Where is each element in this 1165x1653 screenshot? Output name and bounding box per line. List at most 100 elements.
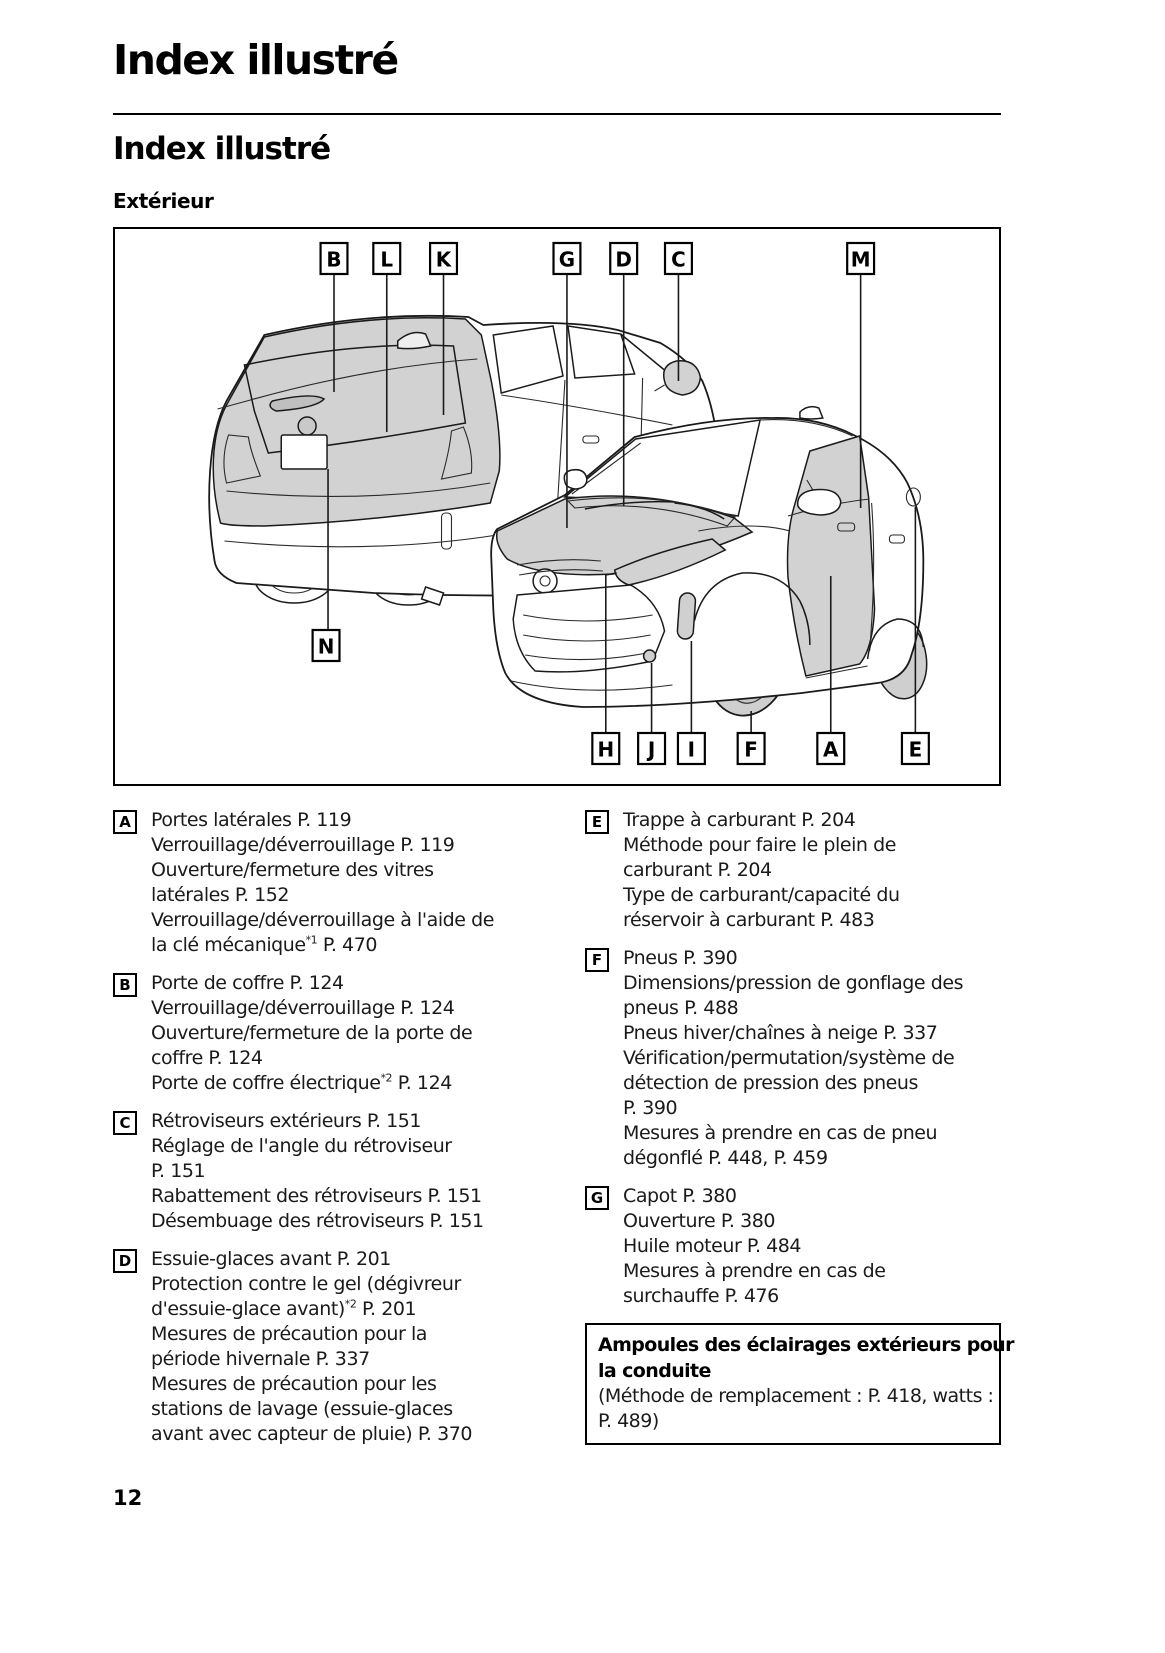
item-line: réservoir à carburant P. 483	[623, 909, 875, 932]
rear-wiper	[269, 395, 326, 412]
antenna-fin	[396, 331, 432, 350]
note-box-title-line: la conduite	[598, 1360, 711, 1383]
front-grille	[512, 584, 666, 673]
item-line: Pneus hiver/chaînes à neige P. 337	[623, 1022, 938, 1045]
item-line: Ouverture/fermeture de la porte de	[151, 1022, 473, 1045]
diagram-label-box-L	[372, 241, 402, 276]
diagram-label-K: K	[436, 248, 453, 272]
item-line: Verrouillage/déverrouillage P. 119	[151, 834, 455, 857]
bumper-reflector	[440, 512, 453, 550]
item-line: Mesures de précaution pour les	[151, 1373, 437, 1396]
spoiler-edge	[217, 358, 478, 410]
rear-emblem	[297, 416, 317, 436]
fuel-door	[905, 487, 921, 507]
tailgate-shaded	[212, 317, 501, 527]
license-plate-recess	[280, 434, 328, 470]
diagram-label-J: J	[646, 738, 655, 762]
item-line: Dimensions/pression de gonflage des	[623, 972, 964, 995]
item-letter-badge: E	[585, 810, 609, 835]
diagram-label-box-A	[816, 731, 846, 766]
antenna-fin	[799, 406, 824, 420]
item-line: P. 390	[623, 1097, 678, 1120]
item-line: Vérification/permutation/système de	[623, 1047, 955, 1070]
front-door-glass	[567, 325, 636, 379]
item-line: Réglage de l'angle du rétroviseur	[151, 1135, 452, 1158]
exterior-bulbs-note-box: Ampoules des éclairages extérieurs pour l…	[585, 1323, 1014, 1446]
item-line: Type de carburant/capacité du	[623, 884, 900, 907]
tail-lamp-left	[223, 434, 262, 484]
door-handle	[888, 534, 905, 544]
note-box-title-line: Ampoules des éclairages extérieurs pour	[598, 1334, 1014, 1357]
item-line: Mesures à prendre en cas de pneu	[623, 1122, 938, 1145]
item-line: Verrouillage/déverrouillage à l'aide de	[151, 909, 494, 932]
door-handle	[582, 435, 600, 444]
item-line: Désembuage des rétroviseurs P. 151	[151, 1210, 484, 1233]
diagram-label-B: B	[326, 248, 341, 272]
item-line: période hivernale P. 337	[151, 1348, 370, 1371]
diagram-label-D: D	[615, 248, 632, 272]
item-line: surchauffe P. 476	[623, 1285, 779, 1308]
item-line: Rétroviseurs extérieurs P. 151	[151, 1110, 422, 1133]
note-box-title: Ampoules des éclairages extérieurs pour l…	[598, 1332, 1014, 1384]
note-box-body-line: (Méthode de remplacement : P. 418, watts…	[598, 1385, 994, 1408]
diagram-label-F: F	[744, 738, 758, 762]
item-letter-badge: D	[113, 1249, 137, 1274]
diagram-label-box-I	[676, 731, 706, 766]
rear-door-glass	[492, 325, 564, 395]
item-letter-badge: C	[113, 1111, 137, 1136]
item-line: Porte de coffre électrique*2 P. 124	[151, 1071, 452, 1095]
section-title: Index illustré	[113, 131, 331, 168]
item-line: la clé mécanique*1 P. 470	[151, 933, 377, 957]
item-line: carburant P. 204	[623, 859, 772, 882]
diagram-label-box-D	[609, 241, 639, 276]
item-letter-badge: G	[585, 1186, 609, 1211]
item-line: Essuie-glaces avant P. 201	[151, 1248, 391, 1271]
item-letter-badge: A	[113, 810, 137, 835]
leader-line-H	[604, 572, 617, 734]
diagram-label-box-C	[663, 241, 693, 276]
item-line: Méthode pour faire le plein de	[623, 834, 896, 857]
parking-sensor	[642, 649, 657, 663]
item-line: Protection contre le gel (dégivreur	[151, 1273, 461, 1296]
right-mirror	[796, 488, 842, 516]
item-line: Huile moteur P. 484	[623, 1235, 802, 1258]
item-line: coffre P. 124	[151, 1047, 263, 1070]
item-line: dégonflé P. 448, P. 459	[623, 1147, 828, 1170]
item-line: pneus P. 488	[623, 997, 739, 1020]
item-line: P. 151	[151, 1160, 206, 1183]
item-line: détection de pression des pneus	[623, 1072, 918, 1095]
diagram-label-M: M	[851, 248, 871, 272]
item-line: Capot P. 380	[623, 1185, 737, 1208]
tail-lamp-right	[440, 426, 473, 480]
page-number: 12	[113, 1486, 143, 1511]
front-car-drawing	[490, 406, 928, 717]
diagram-label-box-M	[846, 241, 876, 276]
item-line: Rabattement des rétroviseurs P. 151	[151, 1185, 482, 1208]
item-line: Mesures à prendre en cas de	[623, 1260, 886, 1283]
diagram-label-box-G	[552, 241, 582, 276]
diagram-label-box-K	[428, 241, 459, 276]
diagram-label-A: A	[823, 738, 839, 762]
subsection-title: Extérieur	[113, 189, 214, 214]
diagram-label-G: G	[559, 248, 575, 272]
item-line: avant avec capteur de pluie) P. 370	[151, 1423, 472, 1446]
diagram-label-box-B	[319, 241, 349, 276]
bumper-vent-shaded	[676, 592, 697, 640]
item-line: Pneus P. 390	[623, 947, 738, 970]
door-handle	[837, 522, 856, 532]
diagram-label-box-N	[311, 628, 341, 663]
diagram-label-box-F	[736, 731, 766, 766]
item-line: d'essuie-glace avant)*2 P. 201	[151, 1297, 417, 1321]
diagram-label-box-J	[637, 731, 667, 766]
diagram-label-N: N	[318, 635, 335, 659]
headlight-shaded	[613, 538, 727, 586]
note-box-body-line: P. 489)	[598, 1410, 659, 1433]
